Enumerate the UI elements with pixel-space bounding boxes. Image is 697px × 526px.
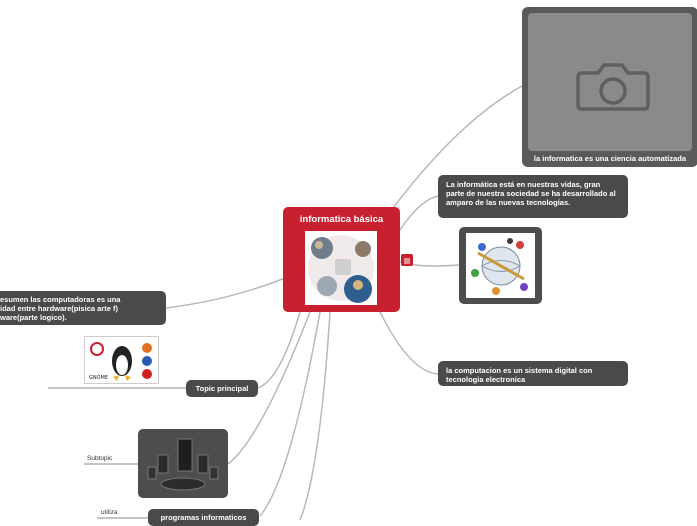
- topic-resumen-line2: idad entre hardware(pisica arte f): [0, 304, 118, 313]
- computer-speakers-image: [147, 438, 219, 491]
- computer-collage-image: [305, 231, 377, 305]
- central-topic[interactable]: informatica básica: [283, 207, 400, 312]
- image-topic-label: la informatica es una ciencia automatiza…: [533, 154, 687, 163]
- topic-programas-informaticos[interactable]: programas informaticos: [148, 509, 259, 526]
- image-placeholder: [528, 13, 692, 151]
- subtopic-label[interactable]: Subtopic: [87, 455, 113, 462]
- image-topic-node[interactable]: la informatica es una ciencia automatiza…: [522, 7, 697, 167]
- topic-informatica-vidas[interactable]: La informática está en nuestras vidas, g…: [438, 175, 628, 218]
- utiliza-label[interactable]: utiliza: [101, 509, 118, 516]
- line-to-top-right: [392, 85, 523, 209]
- central-title: informatica básica: [299, 214, 384, 225]
- topic-computacion[interactable]: la computacion es un sistema digital con…: [438, 361, 628, 386]
- topic-resumen-line3: ware(parte logico).: [0, 313, 67, 322]
- linux-logos-image: GNOME: [84, 336, 159, 384]
- camera-icon: [576, 63, 650, 111]
- speakers-image-node[interactable]: [138, 429, 228, 498]
- topic-resumen-computadoras[interactable]: esumen las computadoras es una idad entr…: [0, 291, 166, 325]
- globe-image-node[interactable]: [459, 227, 542, 304]
- gnome-logo-text: GNOME: [89, 375, 108, 381]
- notes-icon[interactable]: [401, 254, 413, 266]
- topic-resumen-line1: esumen las computadoras es una: [0, 295, 121, 304]
- globe-people-image: [466, 233, 535, 298]
- topic-principal[interactable]: Topic principal: [186, 380, 258, 397]
